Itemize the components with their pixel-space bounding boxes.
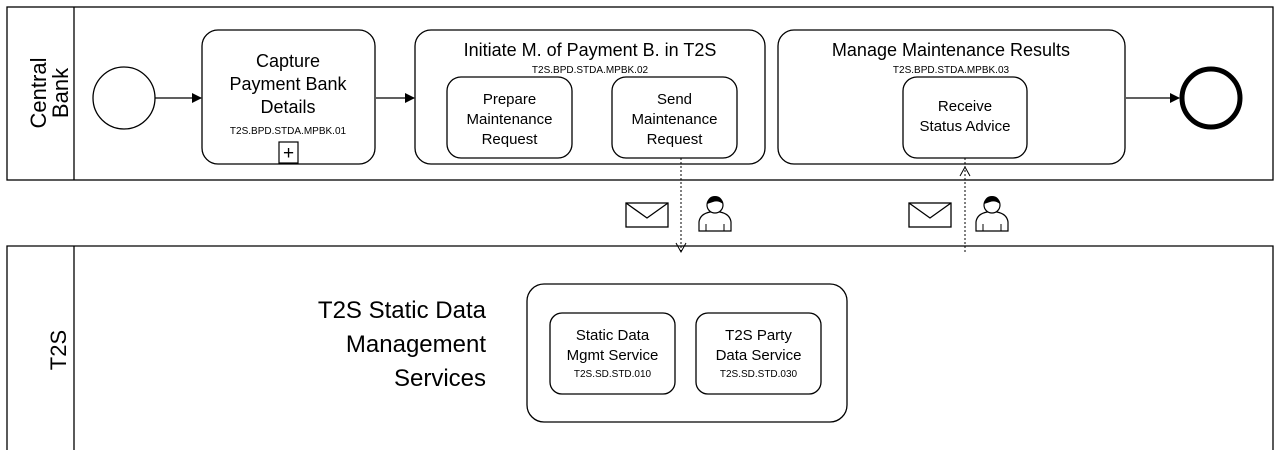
svg-text:Status Advice: Status Advice (920, 118, 1011, 135)
user-icon (698, 196, 732, 232)
subprocess-manage-title: Manage Maintenance Results (832, 40, 1070, 60)
task-capture-code: T2S.BPD.STDA.MPBK.01 (230, 126, 347, 137)
svg-text:T2S Party: T2S Party (725, 327, 792, 344)
svg-text:T2S Static Data: T2S Static Data (318, 297, 487, 324)
task-capture-label-line2: Payment Bank (229, 74, 347, 94)
task-capture-payment-bank-details[interactable]: Capture Payment Bank Details T2S.BPD.STD… (201, 29, 376, 165)
task-capture-label-line3: Details (260, 97, 315, 117)
envelope-icon (625, 202, 669, 228)
plus-marker-icon[interactable] (278, 141, 299, 164)
svg-text:Send: Send (657, 91, 692, 108)
user-icon (975, 196, 1009, 232)
svg-text:Data Service: Data Service (716, 347, 802, 364)
svg-text:Mgmt Service: Mgmt Service (567, 347, 659, 364)
message-flow-send (675, 158, 687, 254)
lane-label-central: Central (26, 58, 51, 129)
task-prepare-maintenance-request[interactable]: Prepare Maintenance Request (446, 76, 573, 159)
svg-text:Receive: Receive (938, 98, 992, 115)
lane-central-bank: Central Bank (6, 6, 1274, 181)
subprocess-initiate-code: T2S.BPD.STDA.MPBK.02 (532, 65, 649, 76)
lane-label-t2s: T2S (46, 330, 71, 370)
services-title: T2S Static Data Management Services (318, 297, 487, 392)
svg-text:Request: Request (482, 131, 539, 148)
task-capture-label-line1: Capture (256, 51, 320, 71)
lane-t2s: T2S (6, 245, 1274, 450)
task-send-maintenance-request[interactable]: Send Maintenance Request (611, 76, 738, 159)
svg-text:Request: Request (647, 131, 704, 148)
svg-text:Static Data: Static Data (576, 327, 650, 344)
svg-text:T2S.SD.STD.010: T2S.SD.STD.010 (574, 369, 652, 380)
service-t2s-party-data[interactable]: T2S Party Data Service T2S.SD.STD.030 (695, 312, 822, 395)
svg-text:Maintenance: Maintenance (632, 111, 718, 128)
task-receive-status-advice[interactable]: Receive Status Advice (902, 76, 1028, 159)
svg-text:+: + (283, 143, 294, 164)
svg-text:Services: Services (394, 365, 486, 392)
envelope-icon (908, 202, 952, 228)
svg-text:T2S.SD.STD.030: T2S.SD.STD.030 (720, 369, 798, 380)
subprocess-manage-code: T2S.BPD.STDA.MPBK.03 (893, 65, 1010, 76)
svg-text:Prepare: Prepare (483, 91, 536, 108)
lane-label-bank: Bank (48, 67, 73, 118)
subprocess-initiate-title: Initiate M. of Payment B. in T2S (464, 40, 717, 60)
start-event-icon (92, 66, 156, 130)
svg-text:Management: Management (346, 331, 486, 358)
svg-text:Maintenance: Maintenance (467, 111, 553, 128)
message-flow-receive (959, 158, 971, 252)
service-static-data-mgmt[interactable]: Static Data Mgmt Service T2S.SD.STD.010 (549, 312, 676, 395)
end-event-icon (1179, 66, 1243, 130)
